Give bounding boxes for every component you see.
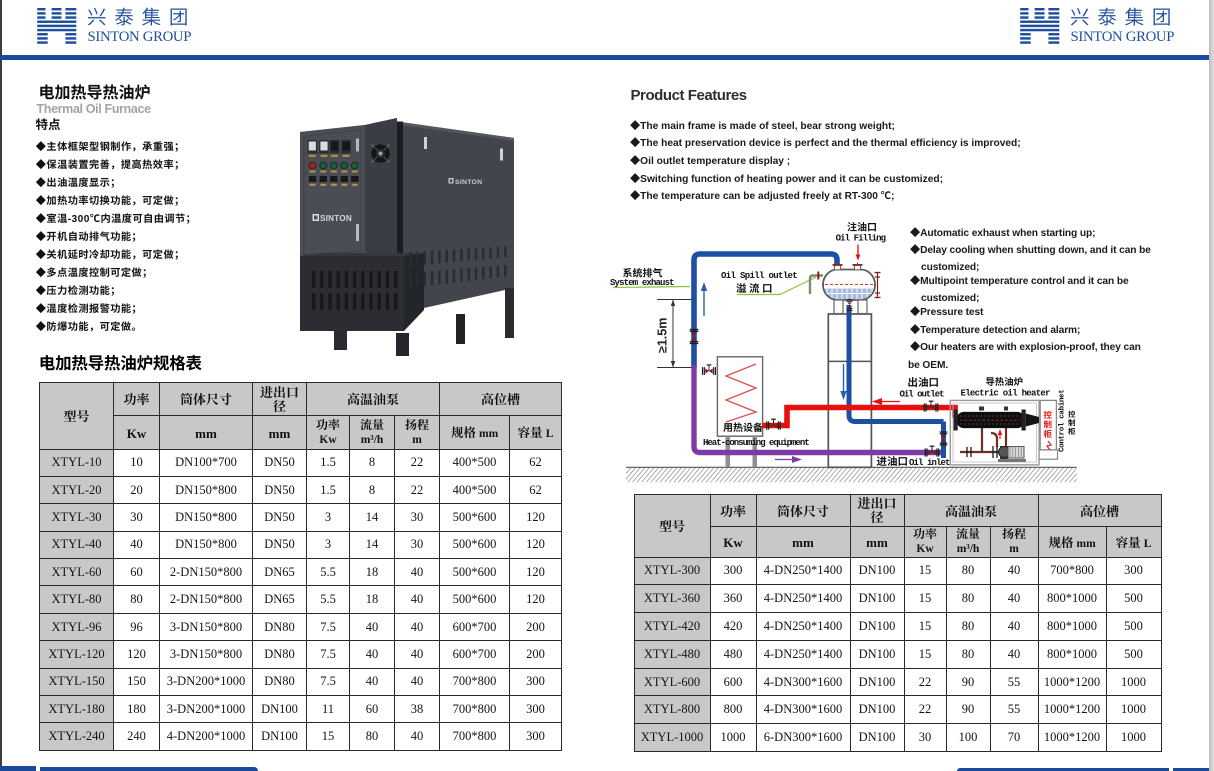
svg-text:注油口: 注油口: [847, 219, 877, 234]
svg-text:柜: 柜: [1068, 426, 1076, 437]
svg-text:用热设备: 用热设备: [723, 419, 763, 434]
svg-text:Oil Filling: Oil Filling: [836, 234, 886, 244]
svg-text:控: 控: [1068, 409, 1076, 420]
svg-text:SINTON: SINTON: [455, 179, 482, 186]
svg-text:≥1.5m: ≥1.5m: [656, 318, 670, 353]
svg-text:导热油炉: 导热油炉: [986, 374, 1024, 388]
svg-text:Oil outlet: Oil outlet: [900, 390, 945, 400]
svg-text:SINTON: SINTON: [320, 214, 352, 223]
svg-text:出油口: 出油口: [908, 375, 940, 390]
svg-text:Control cabinet: Control cabinet: [1059, 390, 1067, 452]
svg-text:Heat-consuming equipment: Heat-consuming equipment: [703, 438, 809, 448]
svg-text:柜: 柜: [1044, 428, 1053, 440]
svg-text:进油口: 进油口: [877, 454, 909, 469]
svg-text:Electric oil heater: Electric oil heater: [961, 389, 1051, 399]
svg-text:制: 制: [1044, 419, 1053, 431]
svg-text:控: 控: [1044, 409, 1053, 421]
svg-text:Oil Spill outlet: Oil Spill outlet: [721, 271, 797, 281]
svg-text:制: 制: [1068, 418, 1076, 429]
svg-text:系统排气: 系统排气: [623, 265, 663, 280]
svg-text:溢流口: 溢流口: [736, 281, 775, 296]
svg-text:Oil inlet: Oil inlet: [909, 458, 950, 468]
svg-text:System exhaust: System exhaust: [610, 278, 674, 288]
